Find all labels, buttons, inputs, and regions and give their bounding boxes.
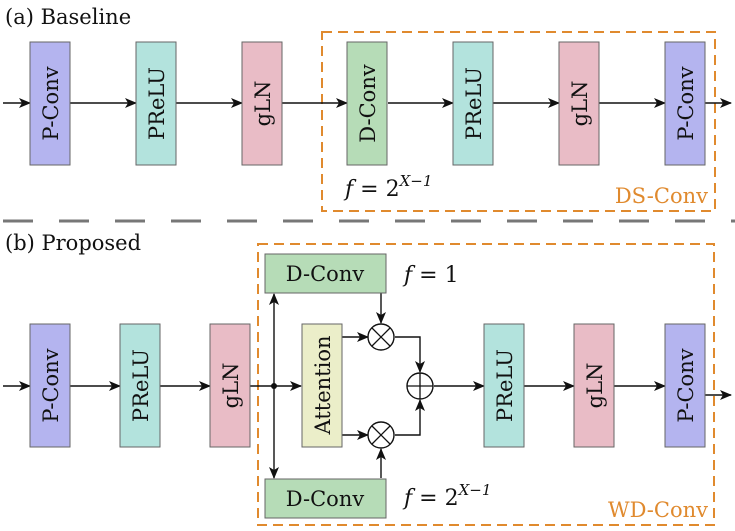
proposed-post-block-prelu-rect — [483, 323, 525, 448]
proposed-connections — [3, 293, 732, 479]
eq-exponent: X−1 — [458, 481, 492, 499]
baseline-block-prelu-label: PReLU — [145, 67, 169, 140]
proposed-block-gln-label: gLN — [219, 363, 243, 409]
baseline-block-prelu-label: PReLU — [462, 67, 486, 140]
proposed-post-block-pconv-label: P-Conv — [674, 348, 698, 422]
baseline-block-prelu: PReLU — [452, 41, 494, 166]
proposed-block-gln: gLN — [209, 323, 251, 448]
baseline-block-gln-label: gLN — [251, 81, 275, 127]
baseline-blocks: P-Conv PReLU gLN D-Conv PReLU gLN P-Conv — [29, 41, 706, 166]
proposed-post-block-gln-label: gLN — [583, 363, 607, 409]
arrow — [395, 336, 425, 373]
baseline-block-dconv-rect — [346, 41, 388, 166]
multiply-op-bottom — [367, 421, 395, 449]
eq-value: = 2 — [412, 486, 458, 511]
proposed-post-block-gln-rect — [573, 323, 615, 448]
baseline-block-prelu-rect — [452, 41, 494, 166]
baseline-block-pconv-label: P-Conv — [674, 66, 698, 140]
baseline-block-pconv-rect — [664, 41, 706, 166]
proposed-block-gln-rect — [209, 323, 251, 448]
baseline-block-pconv: P-Conv — [664, 41, 706, 166]
ds-conv-label: DS-Conv — [615, 184, 708, 208]
eq-value: = 2 — [353, 177, 399, 202]
baseline-block-prelu: PReLU — [135, 41, 177, 166]
bottom-dilation: f = 2X−1 — [402, 481, 491, 511]
proposed-post-block-pconv: P-Conv — [664, 323, 706, 448]
wd-conv-label: WD-Conv — [608, 498, 708, 522]
proposed-block-pconv-label: P-Conv — [39, 348, 63, 422]
attention-block: Attention — [301, 323, 343, 448]
proposed-block-prelu-rect — [119, 323, 161, 448]
eq-exponent: X−1 — [399, 172, 433, 190]
ds-conv-module-border — [321, 31, 716, 212]
baseline-block-gln-rect — [558, 41, 600, 166]
baseline-block-pconv: P-Conv — [29, 41, 71, 166]
baseline-block-prelu-rect — [135, 41, 177, 166]
proposed-post-block-prelu: PReLU — [483, 323, 525, 448]
baseline-block-pconv-rect — [29, 41, 71, 166]
top-dconv-label: D-Conv — [286, 262, 365, 286]
add-op — [406, 372, 434, 400]
eq-value: = 1 — [412, 263, 458, 288]
arrow — [395, 399, 425, 436]
bottom-dconv-label: D-Conv — [286, 487, 365, 511]
multiply-op-top — [367, 323, 395, 351]
wd-conv-module-border — [257, 243, 715, 526]
baseline-block-gln-label: gLN — [568, 81, 592, 127]
baseline-block-dconv-label: D-Conv — [356, 64, 380, 143]
baseline-title: (a) Baseline — [5, 5, 131, 29]
proposed-post-block-pconv-rect — [664, 323, 706, 448]
baseline-block-gln: gLN — [241, 41, 283, 166]
baseline-dilation: f = 2X−1 — [343, 172, 432, 202]
baseline-block-gln: gLN — [558, 41, 600, 166]
proposed-title: (b) Proposed — [5, 231, 141, 255]
proposed-block-prelu: PReLU — [119, 323, 161, 448]
proposed-block-pconv-rect — [29, 323, 71, 448]
baseline-block-pconv-label: P-Conv — [39, 66, 63, 140]
proposed-post-block-gln: gLN — [573, 323, 615, 448]
top-dilation: f = 1 — [402, 263, 459, 288]
baseline-block-gln-rect — [241, 41, 283, 166]
attention-label: Attention — [311, 336, 335, 436]
proposed-block-prelu-label: PReLU — [129, 349, 153, 422]
proposed-block-pconv: P-Conv — [29, 323, 71, 448]
proposed-blocks: P-Conv PReLU gLN PReLU gLN P-Conv — [29, 323, 706, 448]
baseline-block-dconv: D-Conv — [346, 41, 388, 166]
bottom-dconv-block: D-Conv — [264, 478, 387, 519]
proposed-post-block-prelu-label: PReLU — [493, 349, 517, 422]
top-dconv-block: D-Conv — [264, 253, 387, 294]
